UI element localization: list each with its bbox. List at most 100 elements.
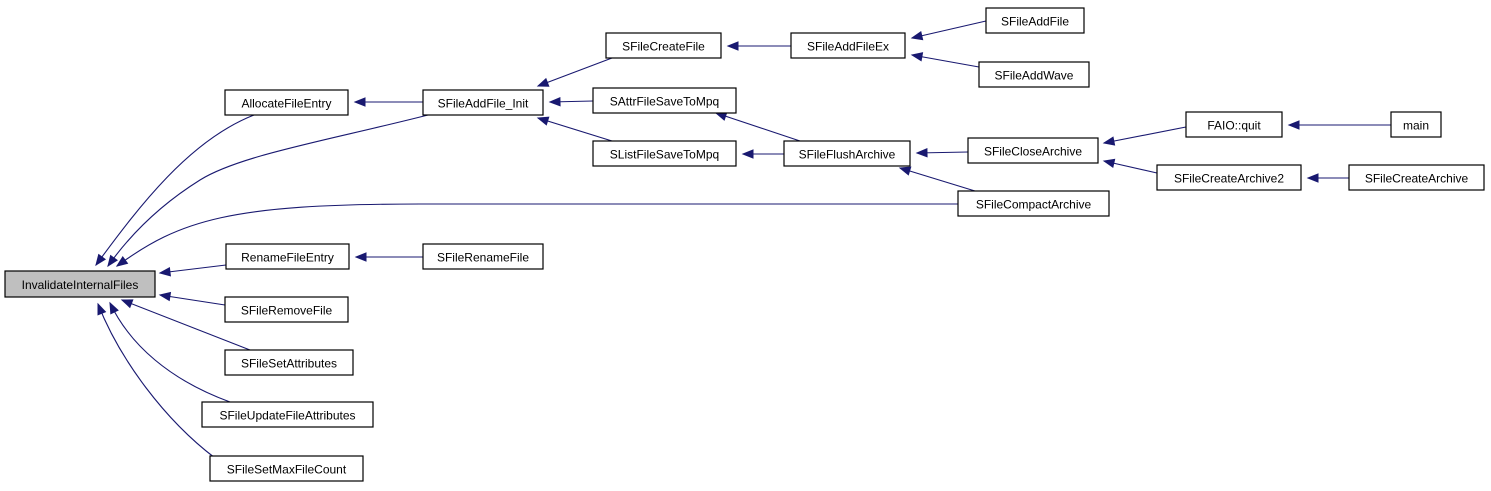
edges-layer	[95, 20, 1391, 459]
edge-addfile-to-addfileex	[911, 20, 987, 39]
edge-addwave-to-addfileex	[911, 54, 980, 68]
node-addwave[interactable]: SFileAddWave	[978, 61, 1090, 88]
edge-addinit-to-invalidate	[107, 114, 429, 267]
node-addfile[interactable]: SFileAddFile	[985, 7, 1085, 34]
node-label: SFileAddFile	[1001, 15, 1069, 29]
node-box	[985, 7, 1085, 34]
node-box	[1185, 111, 1283, 138]
node-label: SListFileSaveToMpq	[610, 148, 719, 162]
node-box	[4, 270, 156, 298]
node-label: SFileCreateFile	[622, 40, 705, 54]
node-label: RenameFileEntry	[241, 251, 334, 265]
edge-createfile-to-addinit	[537, 57, 613, 87]
node-label: SFileSetMaxFileCount	[227, 463, 347, 477]
edge-faio-to-close	[1103, 126, 1187, 144]
node-label: main	[1403, 119, 1429, 133]
node-label: SFileSetAttributes	[241, 357, 337, 371]
edge-flush-to-attrsave	[715, 112, 801, 142]
arrowhead-create2-to-close	[1102, 158, 1116, 168]
node-createarchive[interactable]: SFileCreateArchive	[1348, 164, 1485, 191]
node-faio[interactable]: FAIO::quit	[1185, 111, 1283, 138]
node-box	[605, 32, 722, 59]
node-box	[1348, 164, 1485, 191]
node-label: SFileCompactArchive	[976, 198, 1092, 212]
node-flush[interactable]: SFileFlushArchive	[783, 140, 911, 167]
node-attrsave[interactable]: SAttrFileSaveToMpq	[592, 87, 737, 114]
node-addfileex[interactable]: SFileAddFileEx	[790, 32, 906, 59]
node-box	[422, 243, 544, 270]
arrowhead-flush-to-listsave	[741, 149, 754, 159]
node-listsave[interactable]: SListFileSaveToMpq	[592, 140, 737, 167]
node-label: SFileFlushArchive	[799, 148, 896, 162]
node-rename[interactable]: RenameFileEntry	[225, 243, 350, 270]
edge-rename-to-invalidate	[159, 264, 227, 274]
node-box	[957, 190, 1110, 217]
arrowhead-allocate-to-invalidate	[95, 253, 107, 267]
node-invalidate[interactable]: InvalidateInternalFiles	[4, 270, 156, 298]
arrowhead-setmax-to-invalidate	[97, 302, 107, 316]
arrowhead-compact-to-flush	[898, 166, 912, 176]
node-addinit[interactable]: SFileAddFile_Init	[422, 89, 544, 116]
node-updateattr[interactable]: SFileUpdateFileAttributes	[201, 401, 374, 428]
node-compact[interactable]: SFileCompactArchive	[957, 190, 1110, 217]
arrowhead-faio-to-close	[1102, 136, 1116, 146]
node-createfile[interactable]: SFileCreateFile	[605, 32, 722, 59]
node-box	[592, 140, 737, 167]
node-renamefile[interactable]: SFileRenameFile	[422, 243, 544, 270]
arrowhead-close-to-flush	[915, 148, 928, 158]
node-box	[201, 401, 374, 428]
edge-compact-to-invalidate	[116, 203, 958, 267]
node-box	[209, 455, 364, 482]
node-label: SAttrFileSaveToMpq	[610, 95, 719, 109]
node-label: SFileRenameFile	[437, 251, 529, 265]
node-setattr[interactable]: SFileSetAttributes	[224, 349, 354, 376]
node-label: SFileCreateArchive	[1365, 172, 1469, 186]
arrowhead-createarchive-to-create2	[1306, 173, 1319, 183]
node-box	[224, 89, 349, 116]
node-main[interactable]: main	[1390, 111, 1442, 138]
arrowhead-addfile-to-addfileex	[910, 31, 924, 41]
edge-remove-to-invalidate	[159, 294, 226, 306]
node-box	[1156, 164, 1302, 191]
edge-listsave-to-addinit	[537, 117, 613, 142]
edge-setmax-to-invalidate	[97, 303, 216, 459]
node-label: InvalidateInternalFiles	[22, 278, 139, 292]
node-remove[interactable]: SFileRemoveFile	[224, 296, 349, 323]
node-label: AllocateFileEntry	[241, 97, 331, 111]
node-label: SFileCloseArchive	[984, 145, 1082, 159]
node-allocate[interactable]: AllocateFileEntry	[224, 89, 349, 116]
node-box	[592, 87, 737, 114]
node-label: SFileUpdateFileAttributes	[219, 409, 355, 423]
arrowhead-attrsave-to-addinit	[548, 97, 561, 107]
node-box	[783, 140, 911, 167]
edge-allocate-to-invalidate	[95, 114, 255, 266]
nodes-layer: InvalidateInternalFiles AllocateFileEntry…	[4, 7, 1485, 482]
node-label: SFileCreateArchive2	[1174, 172, 1284, 186]
node-box	[1390, 111, 1442, 138]
arrowhead-main-to-faio	[1287, 120, 1300, 130]
node-setmax[interactable]: SFileSetMaxFileCount	[209, 455, 364, 482]
node-box	[790, 32, 906, 59]
node-label: SFileAddFile_Init	[438, 97, 529, 111]
edge-setattr-to-invalidate	[121, 299, 251, 351]
arrowhead-addfileex-to-createfile	[726, 41, 739, 51]
node-close[interactable]: SFileCloseArchive	[967, 137, 1099, 164]
arrowhead-rename-to-invalidate	[158, 267, 171, 277]
node-box	[224, 296, 349, 323]
arrowhead-updateattr-to-invalidate	[109, 301, 119, 315]
node-box	[978, 61, 1090, 88]
edge-updateattr-to-invalidate	[109, 302, 231, 403]
node-box	[224, 349, 354, 376]
node-box	[422, 89, 544, 116]
arrowhead-addinit-to-allocate	[353, 97, 366, 107]
node-box	[967, 137, 1099, 164]
node-label: SFileAddWave	[995, 69, 1074, 83]
arrowhead-renamefile-to-rename	[354, 252, 367, 262]
edge-compact-to-flush	[899, 167, 976, 192]
node-box	[225, 243, 350, 270]
arrowhead-addwave-to-addfileex	[910, 52, 924, 62]
arrowhead-remove-to-invalidate	[158, 291, 172, 302]
arrowhead-setattr-to-invalidate	[120, 299, 134, 309]
node-create2[interactable]: SFileCreateArchive2	[1156, 164, 1302, 191]
